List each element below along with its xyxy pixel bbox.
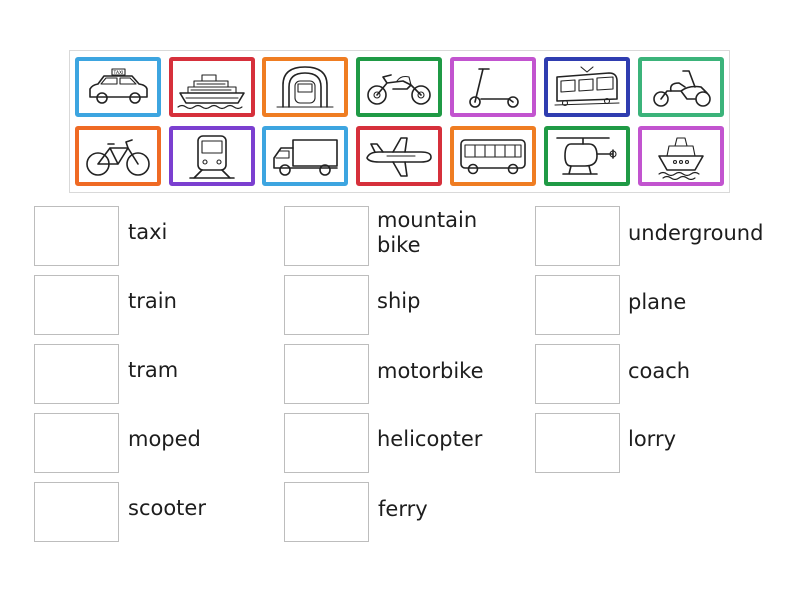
word-mountain-bike: mountain bike [377, 208, 478, 257]
word-coach: coach [628, 359, 691, 383]
tile-mountain-bike[interactable] [75, 126, 161, 186]
word-ferry: ferry [378, 497, 428, 521]
word-motorbike: motorbike [377, 359, 484, 383]
tile-coach[interactable] [450, 126, 536, 186]
drop-slot-helicopter[interactable] [284, 413, 369, 473]
tile-moped[interactable] [638, 57, 724, 117]
word-scooter: scooter [128, 496, 206, 520]
drop-slot-scooter[interactable] [34, 482, 119, 542]
taxi-icon: TAXI [89, 68, 148, 104]
word-taxi: taxi [128, 220, 168, 244]
helicopter-icon [556, 137, 617, 175]
moped-icon [653, 70, 711, 107]
drop-slot-mountain-bike[interactable] [284, 206, 369, 266]
word-tram: tram [128, 358, 179, 382]
train-icon [189, 135, 235, 179]
drop-slot-tram[interactable] [34, 344, 119, 404]
ferry-icon [177, 74, 245, 110]
tile-underground[interactable] [262, 57, 348, 117]
tile-helicopter[interactable] [544, 126, 630, 186]
tile-ferry[interactable] [169, 57, 255, 117]
drop-slot-taxi[interactable] [34, 206, 119, 266]
drop-slot-train[interactable] [34, 275, 119, 335]
word-ship: ship [377, 289, 421, 313]
tile-plane[interactable] [356, 126, 442, 186]
drop-slot-motorbike[interactable] [284, 344, 369, 404]
word-underground: underground [628, 221, 764, 245]
word-plane: plane [628, 290, 687, 314]
word-moped: moped [128, 427, 201, 451]
lorry-icon [273, 139, 338, 176]
tile-ship[interactable] [638, 126, 724, 186]
tile-train[interactable] [169, 126, 255, 186]
tile-tram[interactable] [544, 57, 630, 117]
drop-slot-coach[interactable] [535, 344, 620, 404]
word-lorry: lorry [628, 427, 677, 451]
drop-slot-underground[interactable] [535, 206, 620, 266]
tile-taxi[interactable]: TAXI [75, 57, 161, 117]
word-train: train [128, 289, 177, 313]
drop-slot-ferry[interactable] [284, 482, 369, 542]
tile-motorbike[interactable] [356, 57, 442, 117]
drop-slot-plane[interactable] [535, 275, 620, 335]
underground-icon [276, 66, 334, 108]
svg-text:TAXI: TAXI [113, 70, 124, 76]
tile-scooter[interactable] [450, 57, 536, 117]
mountain-bike-icon [86, 139, 150, 176]
coach-icon [460, 139, 526, 175]
plane-icon [366, 137, 432, 177]
drop-slot-ship[interactable] [284, 275, 369, 335]
tram-icon [554, 66, 620, 107]
drop-slot-moped[interactable] [34, 413, 119, 473]
tile-lorry[interactable] [262, 126, 348, 186]
motorbike-icon [367, 74, 431, 105]
drop-slot-lorry[interactable] [535, 413, 620, 473]
ship-icon [658, 137, 704, 180]
scooter-icon [469, 68, 519, 108]
image-tray: TAXI [69, 50, 730, 193]
word-helicopter: helicopter [377, 427, 483, 451]
